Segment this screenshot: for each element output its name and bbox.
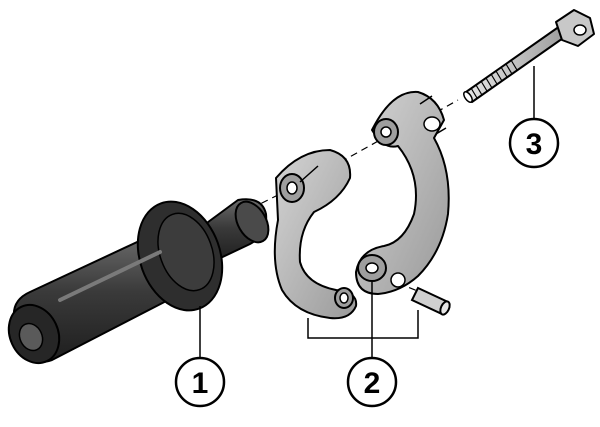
callout-2-label: 2: [364, 367, 381, 400]
clamp-ring-icon: [273, 90, 450, 320]
threaded-bolt-icon: [463, 9, 595, 103]
axis-clamp-halves: [329, 139, 381, 169]
callout-1: 1: [174, 356, 226, 408]
leader-lines: [199, 66, 535, 358]
leader-2-bracket: [307, 310, 419, 339]
callout-2: 2: [346, 356, 398, 408]
handle-grip-icon: [7, 198, 270, 365]
callout-1-label: 1: [192, 367, 209, 400]
callout-3-label: 3: [526, 128, 543, 161]
callout-3: 3: [508, 117, 560, 169]
dowel-pin-icon: [410, 286, 451, 316]
axis-handle-clamp: [239, 189, 289, 215]
